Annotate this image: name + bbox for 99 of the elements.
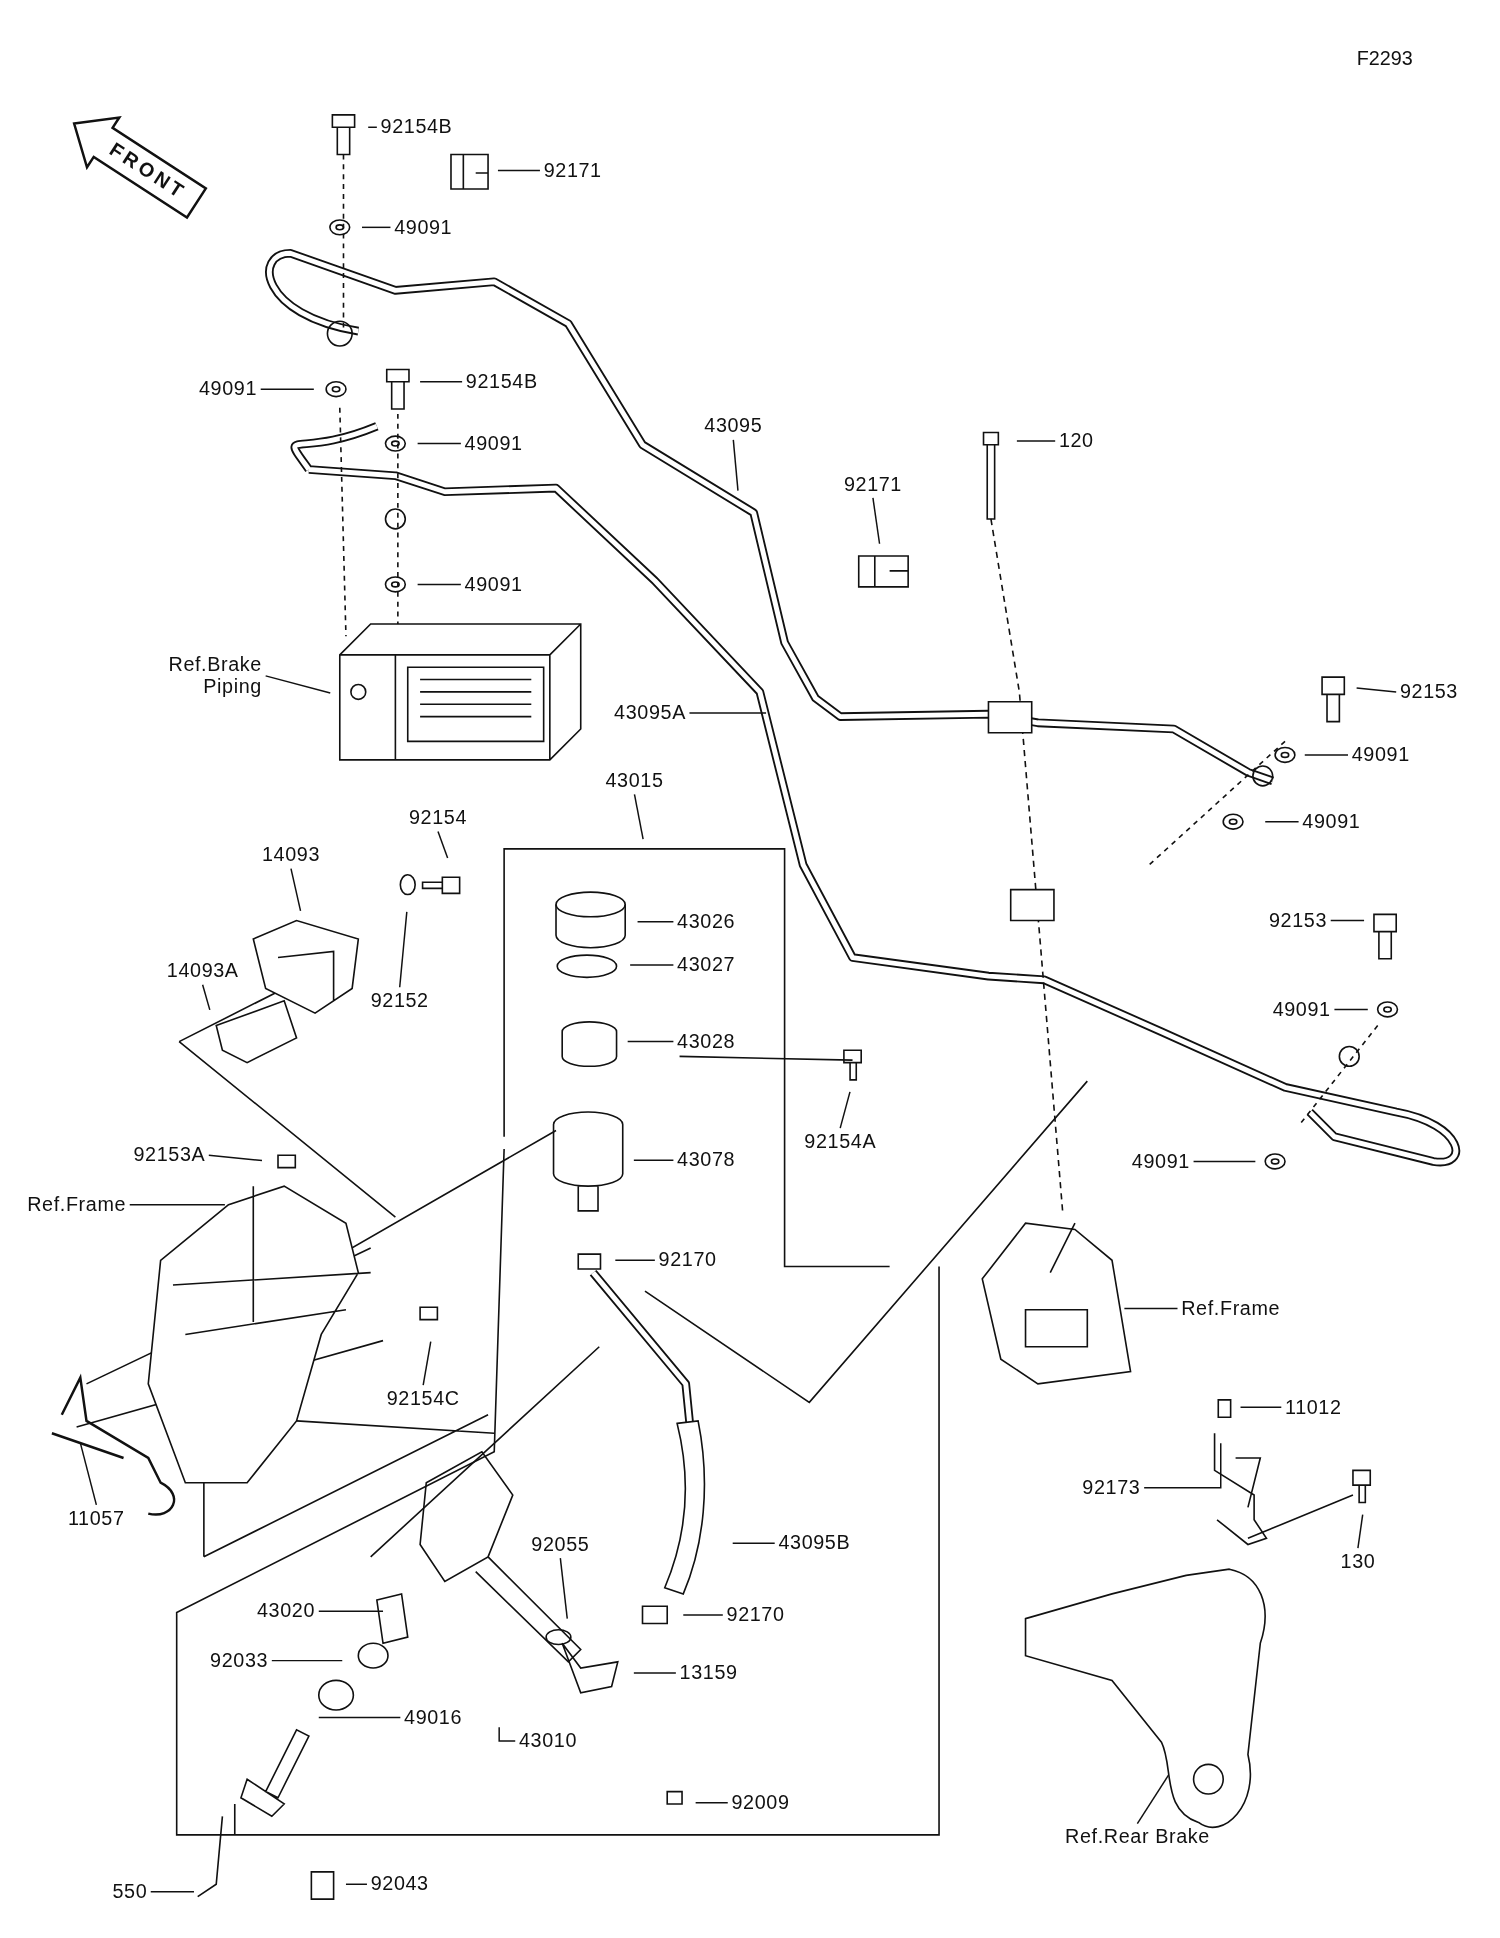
leader-line — [614, 1259, 656, 1262]
leader-line — [839, 1091, 851, 1129]
leader-line — [79, 1442, 98, 1506]
callout-number: 43095A — [614, 701, 686, 725]
callout-number: 92154B — [465, 370, 538, 393]
leader-line — [1330, 919, 1365, 922]
callout-number: 92154C — [386, 1387, 460, 1410]
leader-line — [629, 964, 675, 966]
callout-number: 43015 — [605, 769, 664, 792]
leader-line — [1016, 440, 1056, 442]
leader-line — [422, 1340, 432, 1386]
callout-number: 92153 — [1399, 680, 1458, 704]
callout-number: 92154 — [409, 806, 468, 830]
leader-line — [318, 1610, 384, 1612]
callout-number: 49016 — [404, 1706, 463, 1729]
callout-number: 92033 — [210, 1649, 269, 1672]
leader-line — [1264, 820, 1300, 823]
callout-number: 14093A — [166, 960, 239, 983]
leader-line — [1304, 754, 1349, 756]
leader-line — [1355, 687, 1397, 693]
leader-line — [872, 497, 881, 545]
leader-line — [271, 1659, 343, 1662]
reference-note: Ref.Rear Brake — [1065, 1826, 1210, 1849]
drawing-number: F2293 — [1356, 48, 1413, 71]
leader-line — [345, 1883, 368, 1885]
leader-line — [731, 1542, 776, 1544]
leader-line — [437, 830, 449, 859]
leader-line — [1239, 1406, 1283, 1409]
leader-line — [1333, 1008, 1369, 1011]
leader-line — [682, 1614, 724, 1616]
leader-line — [636, 921, 675, 923]
leader-line — [1357, 1514, 1364, 1549]
callout-number: 43027 — [677, 953, 736, 977]
callout-number: 49091 — [1272, 998, 1331, 1021]
callout-number: 92009 — [731, 1791, 790, 1814]
leader-line — [688, 712, 767, 714]
leader-line — [559, 1557, 568, 1620]
reference-note: Ref.Frame — [1181, 1297, 1281, 1320]
callout-number: 43078 — [677, 1149, 736, 1172]
callout-number: 49091 — [1131, 1150, 1190, 1173]
callout-number: 92170 — [658, 1249, 717, 1272]
leader-line — [318, 1716, 402, 1719]
callout-number: 49091 — [1302, 810, 1361, 833]
leader-line — [732, 439, 739, 492]
leader-line — [367, 126, 378, 128]
leader-line — [150, 1890, 195, 1893]
leader-line — [1192, 1160, 1257, 1163]
callout-number: 92154B — [380, 116, 453, 139]
callout-number: 43095 — [704, 415, 763, 438]
leader-line — [419, 381, 463, 383]
leader-line — [633, 1159, 675, 1161]
leader-line — [264, 675, 331, 694]
callout-number: 92154A — [804, 1130, 877, 1153]
callout-number: 92055 — [531, 1533, 590, 1556]
leader-line — [361, 226, 392, 229]
leader-line — [259, 388, 315, 390]
callout-number: 92171 — [843, 473, 902, 496]
leader-line — [416, 442, 462, 445]
callout-number: 13159 — [679, 1661, 738, 1685]
leader-line — [694, 1801, 729, 1804]
callout-number: 43028 — [677, 1030, 736, 1053]
callout-number: 49091 — [1351, 743, 1410, 767]
leader-line — [290, 867, 302, 912]
leader-line — [416, 583, 462, 586]
leader-line — [1143, 1442, 1222, 1489]
leader-line — [626, 1040, 675, 1043]
callout-number: 49091 — [464, 573, 523, 596]
leader-line — [633, 1672, 677, 1674]
leader-line — [1123, 1307, 1179, 1310]
reference-note: Ref.Frame — [27, 1193, 127, 1216]
leader-line — [1136, 1774, 1170, 1825]
leader-line — [129, 1203, 226, 1206]
callout-number: 43026 — [677, 910, 736, 933]
callout-number: 14093 — [261, 843, 320, 867]
callout-number: 49091 — [464, 432, 523, 455]
callout-number: 130 — [1340, 1550, 1376, 1573]
leader-line — [498, 1726, 516, 1742]
callout-number: 11057 — [67, 1507, 125, 1530]
callout-number: 49091 — [198, 378, 257, 401]
leader-line — [398, 911, 408, 988]
callout-number: 11012 — [1285, 1396, 1342, 1419]
callout-number: 120 — [1058, 430, 1094, 453]
callout-number: 92152 — [370, 989, 429, 1012]
leader-line — [201, 984, 211, 1011]
callout-number: 550 — [112, 1880, 148, 1903]
callout-number: 92170 — [726, 1603, 785, 1626]
leader-line — [497, 169, 541, 172]
leader-line — [633, 793, 644, 840]
callout-number: 92171 — [543, 159, 602, 182]
callout-number: 49091 — [394, 216, 453, 239]
callout-number: 92153 — [1268, 909, 1327, 932]
leader-line — [208, 1154, 263, 1162]
callout-number: 92173 — [1082, 1476, 1141, 1499]
reference-note: Ref.Brake Piping — [123, 653, 262, 699]
callout-number: 92153A — [133, 1144, 206, 1167]
callout-number: 43020 — [257, 1600, 316, 1623]
callout-number: 43010 — [518, 1729, 577, 1753]
callout-number: 92043 — [370, 1873, 429, 1896]
callout-number: 43095B — [778, 1532, 851, 1555]
